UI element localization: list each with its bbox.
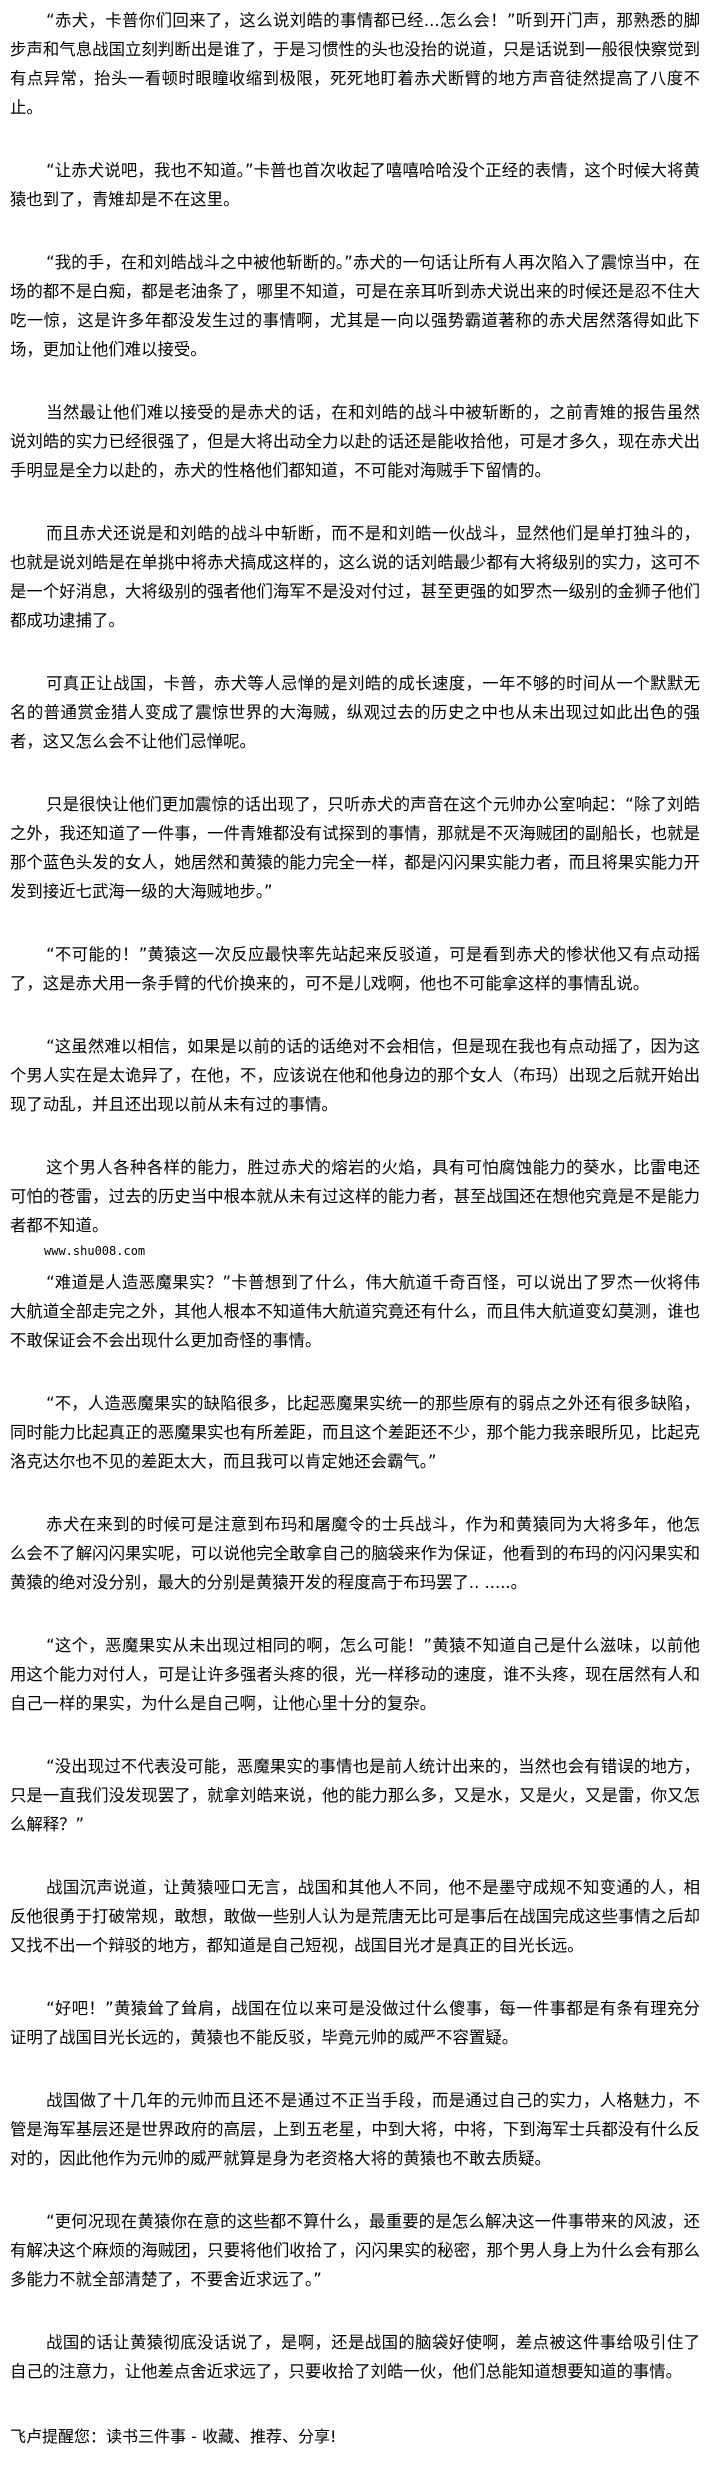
paragraph: “不，人造恶魔果实的缺陷很多，比起恶魔果实统一的那些原有的弱点之外还有很多缺陷，…	[10, 1394, 700, 1471]
paragraph: “我的手，在和刘皓战斗之中被他斩断的。”赤犬的一句话让所有人再次陷入了震惊当中，…	[10, 253, 700, 359]
paragraph: “难道是人造恶魔果实？”卡普想到了什么，伟大航道千奇百怪，可以说出了罗杰一伙将伟…	[10, 1273, 700, 1350]
reading-reminder: 飞卢提醒您：读书三件事 - 收藏、推荐、分享!	[10, 2427, 337, 2446]
paragraph: “这虽然难以相信，如果是以前的话的话绝对不会相信，但是现在我也有点动摇了，因为这…	[10, 1037, 700, 1114]
paragraph: “好吧！”黄猿耸了耸肩，战国在位以来可是没做过什么傻事，每一件事都是有条有理充分…	[10, 1999, 700, 2047]
site-watermark-link: www.shu008.com	[44, 1244, 146, 1258]
paragraph: 赤犬在来到的时候可是注意到布玛和屠魔令的士兵战斗，作为和黄猿同为大将多年，他怎么…	[10, 1515, 700, 1592]
paragraph: 这个男人各种各样的能力，胜过赤犬的熔岩的火焰，具有可怕腐蚀能力的葵水，比雷电还可…	[10, 1158, 700, 1235]
paragraph: 而且赤犬还说是和刘皓的战斗中斩断，而不是和刘皓一伙战斗，显然他们是单打独斗的，也…	[10, 524, 700, 630]
paragraph: 只是很快让他们更加震惊的话出现了，只听赤犬的声音在这个元帅办公室响起：“除了刘皓…	[10, 795, 700, 901]
paragraph: “赤犬，卡普你们回来了，这么说刘皓的事情都已经...怎么会！”听到开门声，那熟悉…	[10, 11, 700, 117]
paragraph: 战国的话让黄猿彻底没话说了，是啊，还是战国的脑袋好使啊，差点被这件事给吸引住了自…	[10, 2333, 700, 2381]
paragraph: “让赤犬说吧，我也不知道。”卡普也首次收起了嘻嘻哈哈没个正经的表情，这个时候大将…	[10, 161, 700, 209]
paragraph: “更何况现在黄猿你在意的这些都不算什么，最重要的是怎么解决这一件事带来的风波，还…	[10, 2212, 700, 2289]
paragraph: 战国做了十几年的元帅而且还不是通过不正当手段，而是通过自己的实力，人格魅力，不管…	[10, 2091, 700, 2168]
paragraph: 可真正让战国，卡普，赤犬等人忌惮的是刘皓的成长速度，一年不够的时间从一个默默无名…	[10, 674, 700, 751]
paragraph: “这个，恶魔果实从未出现过相同的啊，怎么可能！”黄猿不知道自己是什么滋味，以前他…	[10, 1636, 700, 1713]
paragraph: 战国沉声说道，让黄猿哑口无言，战国和其他人不同，他不是墨守成规不知变通的人，相反…	[10, 1878, 700, 1955]
paragraph: 当然最让他们难以接受的是赤犬的话，在和刘皓的战斗中被斩断的，之前青雉的报告虽然说…	[10, 403, 700, 480]
paragraph: “没出现过不代表没可能，恶魔果实的事情也是前人统计出来的，当然也会有错误的地方，…	[10, 1757, 700, 1834]
paragraph: “不可能的！”黄猿这一次反应最快率先站起来反驳道，可是看到赤犬的惨状他又有点动摇…	[10, 945, 700, 993]
